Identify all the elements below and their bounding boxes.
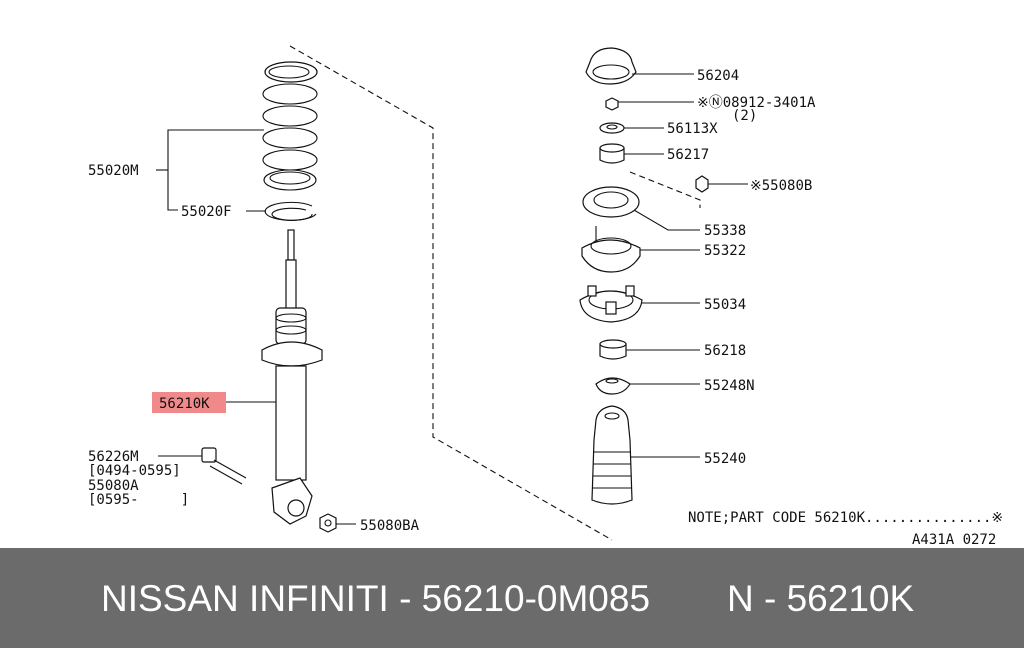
- label-spring-seat-lower: 55020F: [181, 204, 232, 220]
- bound-bumper: [591, 405, 633, 505]
- label-bolt-date2: [0595- ]: [88, 492, 189, 508]
- bumper-cover: [595, 377, 631, 395]
- insulator: [582, 186, 640, 218]
- label-mount: 55322: [704, 243, 746, 259]
- label-insulator: 55338: [704, 223, 746, 239]
- label-nut-top-qty: (2): [732, 108, 757, 124]
- label-bushing-lower: 56218: [704, 343, 746, 359]
- strut-mount: [581, 226, 641, 273]
- highlight-box: [152, 392, 226, 413]
- washer: [599, 122, 625, 134]
- cap: [585, 47, 637, 85]
- label-bolt: 56226M: [88, 449, 139, 465]
- parts-diagram: 55020M 55020F 56210K 56226M [0494-0595] …: [88, 45, 1003, 548]
- shock-absorber: [261, 229, 323, 525]
- lower-bushing: [599, 339, 627, 360]
- label-bound-bumper: 55240: [704, 451, 746, 467]
- label-note: NOTE;PART CODE 56210K...............※: [688, 510, 1003, 526]
- upper-bushing: [599, 143, 625, 164]
- label-seat: 55034: [704, 297, 746, 313]
- label-nut-lower: 55080BA: [360, 518, 420, 534]
- mount-nut: [695, 175, 709, 193]
- spring-seat: [579, 285, 643, 323]
- part-banner: NISSAN INFINITI - 56210-0M085 N - 56210K: [0, 548, 1024, 648]
- label-bushing-upper: 56217: [667, 147, 709, 163]
- label-nut-mount: ※55080B: [750, 178, 812, 194]
- label-washer: 56113X: [667, 121, 718, 137]
- mounting-bolt: [201, 447, 247, 485]
- label-cap: 56204: [697, 68, 739, 84]
- mount-dash: [629, 171, 701, 208]
- label-bolt-alt: 55080A: [88, 478, 139, 494]
- spring-seat-ring: [264, 201, 317, 221]
- label-nut-top: ※Ⓝ08912-3401A: [697, 95, 816, 111]
- top-nut: [605, 97, 619, 111]
- label-shock-absorber: 56210K: [159, 396, 210, 412]
- banner-left-text: NISSAN INFINITI - 56210-0M085: [101, 578, 651, 619]
- banner-right-text: N - 56210K: [727, 578, 915, 619]
- leader-lines: [156, 73, 748, 525]
- coil-spring: [262, 61, 318, 191]
- label-bolt-date1: [0494-0595]: [88, 463, 181, 479]
- label-bound-bumper-cover: 55248N: [704, 378, 755, 394]
- assembly-outline: [289, 45, 613, 541]
- label-coil-spring: 55020M: [88, 163, 139, 179]
- lower-nut: [319, 513, 337, 533]
- label-figure-code: A431A 0272: [912, 532, 996, 548]
